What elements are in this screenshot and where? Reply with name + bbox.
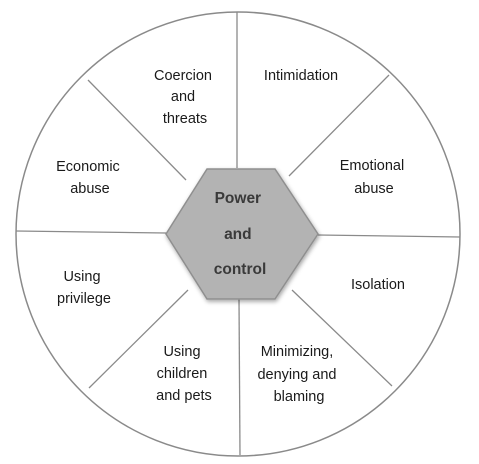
segment-isolation-line-1: Isolation <box>351 277 405 293</box>
segment-coercion-line-2: and <box>171 89 195 105</box>
segment-economic-line-1: Economic <box>56 159 120 175</box>
segment-minimizing-line-2: denying and <box>257 367 336 383</box>
spoke-bottom <box>238 298 241 456</box>
spoke-bottom-right <box>291 289 393 387</box>
segment-children-line-1: Using <box>163 344 200 360</box>
center-label: Power and control <box>214 190 267 278</box>
segment-economic-abuse: Economic abuse <box>56 159 124 197</box>
segment-minimizing-line-1: Minimizing, <box>261 344 334 360</box>
segment-children-line-3: and pets <box>156 388 212 404</box>
segment-emotional-line-2: abuse <box>354 181 394 197</box>
segment-intimidation-line-1: Intimidation <box>264 68 338 84</box>
segment-children-line-2: children <box>157 366 208 382</box>
segment-intimidation: Intimidation <box>264 68 338 84</box>
center-line-2: and <box>224 226 252 243</box>
center-hexagon <box>165 168 319 300</box>
center-line-3: control <box>214 261 267 278</box>
segment-minimizing-denying-and-blaming: Minimizing, denying and blaming <box>257 344 340 405</box>
segment-economic-line-2: abuse <box>70 181 110 197</box>
spoke-top-left <box>87 79 187 181</box>
spoke-top-right <box>288 74 390 177</box>
segment-isolation: Isolation <box>351 277 405 293</box>
segment-emotional-abuse: Emotional abuse <box>340 158 409 197</box>
segment-privilege-line-1: Using <box>63 269 100 285</box>
center-line-1: Power <box>215 190 262 207</box>
spokes <box>15 12 461 456</box>
spoke-left <box>15 230 167 234</box>
segment-coercion-and-threats: Coercion and threats <box>154 68 216 127</box>
segment-using-privilege: Using privilege <box>57 269 111 307</box>
segment-emotional-line-1: Emotional <box>340 158 404 174</box>
segment-using-children-and-pets: Using children and pets <box>156 344 212 404</box>
segment-privilege-line-2: privilege <box>57 291 111 307</box>
segment-coercion-line-3: threats <box>163 111 207 127</box>
segment-coercion-line-1: Coercion <box>154 68 212 84</box>
spoke-right <box>317 234 461 238</box>
segment-minimizing-line-3: blaming <box>274 389 325 405</box>
spoke-bottom-left <box>88 289 189 389</box>
